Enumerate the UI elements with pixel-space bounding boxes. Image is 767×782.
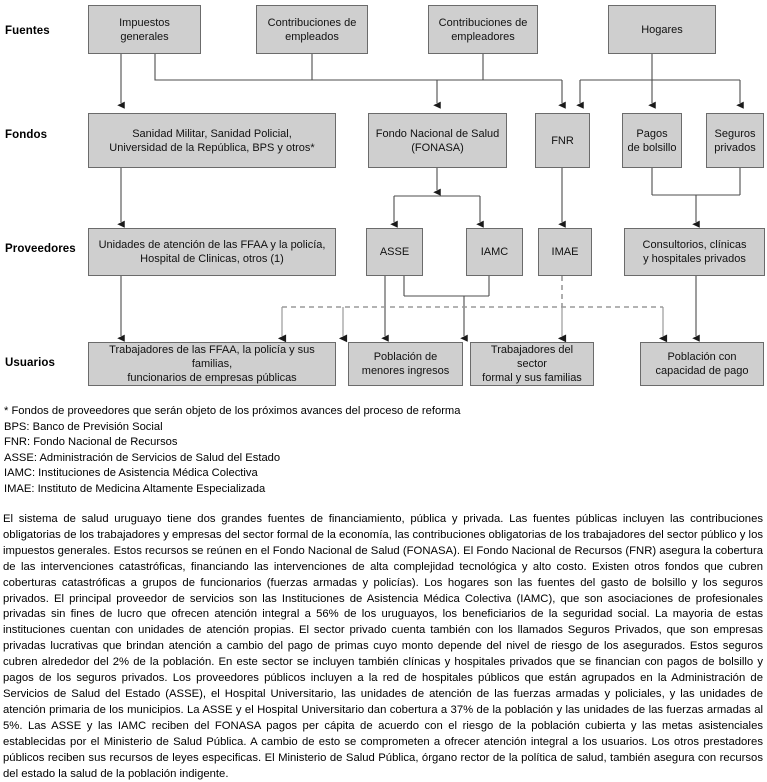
node-line: Hospital de Clinicas, otros (1) bbox=[140, 253, 284, 265]
node-consultorios[interactable]: Consultorios, clínicas y hospitales priv… bbox=[624, 228, 765, 276]
node-line: Seguros bbox=[714, 127, 756, 140]
row-label-fuentes: Fuentes bbox=[5, 25, 50, 37]
connector-layer bbox=[117, 54, 744, 343]
node-line: generales bbox=[120, 30, 169, 43]
node-imae[interactable]: IMAE bbox=[538, 228, 592, 276]
node-asse[interactable]: ASSE bbox=[366, 228, 423, 276]
node-line: (FONASA) bbox=[411, 141, 464, 154]
flowchart: Fuentes Fondos Proveedores Usuarios Impu… bbox=[5, 5, 765, 386]
legend-line-footnote: * Fondos de proveedores que serán objeto… bbox=[4, 405, 461, 417]
body-text: El sistema de salud uruguayo tiene dos g… bbox=[3, 512, 763, 782]
node-seguros-privados[interactable]: Seguros privados bbox=[706, 113, 764, 168]
node-line: Contribuciones de bbox=[438, 16, 528, 29]
node-line: de bolsillo bbox=[627, 141, 677, 154]
node-fonasa[interactable]: Fondo Nacional de Salud (FONASA) bbox=[368, 113, 507, 168]
node-poblacion-capacidad-pago[interactable]: Población con capacidad de pago bbox=[640, 342, 764, 386]
node-trabajadores-sector-formal[interactable]: Trabajadores del sector formal y sus fam… bbox=[470, 342, 594, 386]
node-line: Fondo Nacional de Salud bbox=[375, 127, 500, 140]
flow-diagram-page: Fuentes Fondos Proveedores Usuarios Impu… bbox=[3, 5, 765, 780]
legend-block: * Fondos de proveedores que serán objeto… bbox=[4, 404, 744, 498]
node-trabajadores-ffaa[interactable]: Trabajadores de las FFAA, la policía y s… bbox=[88, 342, 336, 386]
node-line: empleados bbox=[285, 30, 339, 43]
node-line: Trabajadores del sector bbox=[490, 344, 574, 370]
node-line: y hospitales privados bbox=[643, 253, 746, 265]
node-line: privados bbox=[714, 141, 756, 154]
node-impuestos-generales[interactable]: Impuestos generales bbox=[88, 5, 201, 54]
legend-line-asse: ASSE: Administración de Servicios de Sal… bbox=[4, 451, 281, 464]
node-line: capacidad de pago bbox=[655, 365, 749, 377]
node-iamc[interactable]: IAMC bbox=[466, 228, 523, 276]
node-line: funcionarios de empresas públicas bbox=[127, 372, 297, 384]
node-line: FNR bbox=[551, 134, 574, 147]
node-contribuciones-empleadores[interactable]: Contribuciones de empleadores bbox=[428, 5, 538, 54]
node-pagos-bolsillo[interactable]: Pagos de bolsillo bbox=[622, 113, 682, 168]
node-line: Hogares bbox=[641, 23, 683, 36]
node-line: Consultorios, clínicas bbox=[642, 239, 747, 251]
node-line: formal y sus familias bbox=[482, 372, 582, 384]
node-line: Pagos bbox=[636, 127, 668, 140]
node-line: Sanidad Militar, Sanidad Policial, bbox=[132, 127, 292, 140]
node-contribuciones-empleados[interactable]: Contribuciones de empleados bbox=[256, 5, 368, 54]
node-line: empleadores bbox=[451, 30, 515, 43]
node-sanidad-militar[interactable]: Sanidad Militar, Sanidad Policial, Unive… bbox=[88, 113, 336, 168]
node-line: Población con bbox=[667, 351, 737, 363]
node-line: IMAE bbox=[551, 246, 579, 258]
node-fnr[interactable]: FNR bbox=[535, 113, 590, 168]
node-line: Unidades de atención de las FFAA y la po… bbox=[98, 239, 326, 251]
node-unidades-ffaa[interactable]: Unidades de atención de las FFAA y la po… bbox=[88, 228, 336, 276]
node-line: Contribuciones de bbox=[267, 16, 357, 29]
row-label-fondos: Fondos bbox=[5, 129, 48, 141]
legend-line-fnr: FNR: Fondo Nacional de Recursos bbox=[4, 436, 178, 449]
node-line: Trabajadores de las FFAA, la policía y s… bbox=[109, 344, 315, 370]
row-label-usuarios: Usuarios bbox=[5, 357, 56, 369]
node-line: IAMC bbox=[480, 246, 509, 258]
node-hogares[interactable]: Hogares bbox=[608, 5, 716, 54]
node-line: Universidad de la República, BPS y otros… bbox=[109, 141, 315, 154]
node-line: menores ingresos bbox=[361, 365, 450, 377]
row-label-proveedores: Proveedores bbox=[5, 243, 76, 255]
node-line: ASSE bbox=[379, 246, 410, 258]
node-poblacion-menores-ingresos[interactable]: Población de menores ingresos bbox=[348, 342, 463, 386]
node-line: Población de bbox=[373, 351, 438, 363]
node-line: Impuestos bbox=[119, 16, 170, 29]
legend-line-imae: IMAE: Instituto de Medicina Altamente Es… bbox=[4, 482, 266, 495]
legend-line-iamc: IAMC: Instituciones de Asistencia Médica… bbox=[4, 467, 258, 480]
body-paragraph: El sistema de salud uruguayo tiene dos g… bbox=[3, 513, 763, 780]
legend-line-bps: BPS: Banco de Previsión Social bbox=[4, 420, 163, 433]
